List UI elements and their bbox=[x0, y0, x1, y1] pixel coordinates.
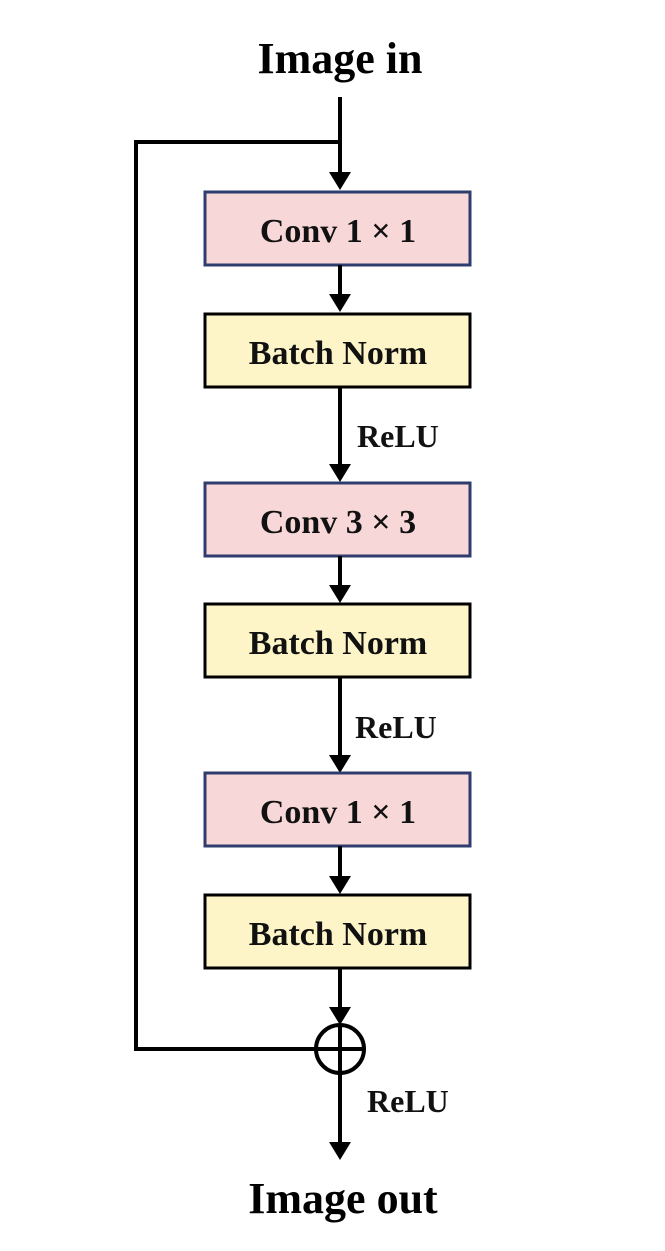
batchnorm-block-3-label: Batch Norm bbox=[249, 916, 427, 953]
conv-block-3 bbox=[203, 771, 472, 848]
input-label: Image in bbox=[258, 34, 423, 83]
output-label: Image out bbox=[248, 1174, 438, 1223]
conv-block-2-label: Conv 3 × 3 bbox=[260, 504, 416, 541]
arrowhead-conv1-to-bn1 bbox=[329, 294, 351, 312]
addition-node-icon bbox=[314, 1023, 366, 1075]
batchnorm-block-2-label: Batch Norm bbox=[249, 625, 427, 662]
skip-connection-line bbox=[134, 140, 340, 1051]
conv-block-2 bbox=[203, 481, 472, 558]
arrowhead-conv2-to-bn2 bbox=[329, 585, 351, 603]
arrowhead-bn2-to-conv3 bbox=[329, 755, 351, 773]
relu-label-2: ReLU bbox=[355, 709, 437, 745]
arrowhead-bn3-to-add bbox=[329, 1007, 351, 1025]
batchnorm-block-1-label: Batch Norm bbox=[249, 335, 427, 372]
arrowhead-conv3-to-bn3 bbox=[329, 876, 351, 894]
arrowhead-bn1-to-conv2 bbox=[329, 464, 351, 482]
arrowhead-input-to-conv1 bbox=[329, 172, 351, 190]
arrowhead-add-to-output bbox=[329, 1142, 351, 1160]
batchnorm-block-3 bbox=[203, 893, 472, 970]
conv-block-1 bbox=[203, 190, 472, 267]
batchnorm-block-2 bbox=[203, 602, 472, 679]
relu-label-1: ReLU bbox=[357, 418, 439, 454]
conv-block-1-label: Conv 1 × 1 bbox=[260, 213, 416, 250]
conv-block-3-label: Conv 1 × 1 bbox=[260, 794, 416, 831]
batchnorm-block-1 bbox=[203, 312, 472, 389]
relu-label-3: ReLU bbox=[367, 1083, 449, 1119]
